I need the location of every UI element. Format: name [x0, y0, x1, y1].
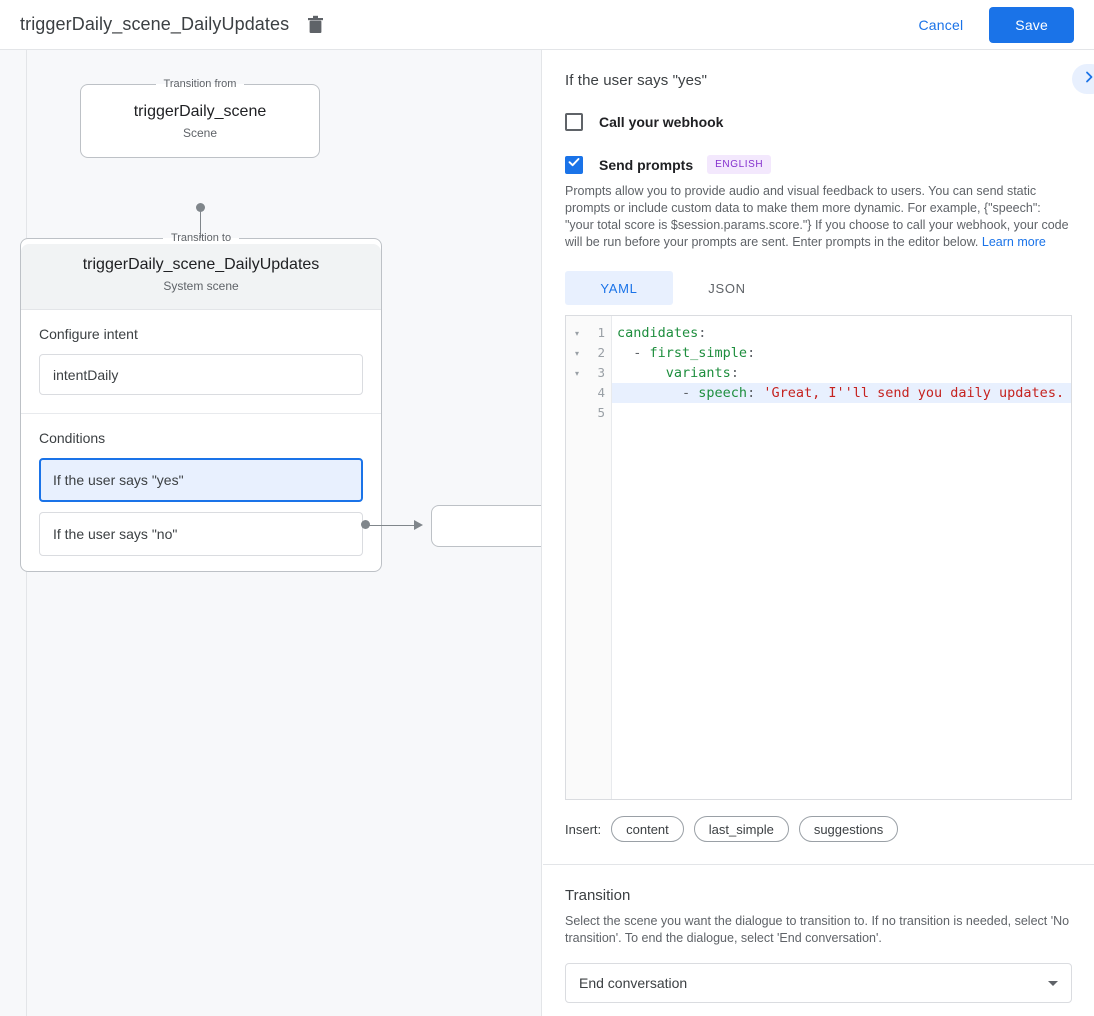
- intent-field[interactable]: intentDaily: [39, 354, 363, 395]
- insert-chip-content[interactable]: content: [611, 816, 684, 842]
- insert-chip-suggestions[interactable]: suggestions: [798, 816, 899, 842]
- fold-toggle-3[interactable]: ▾: [574, 368, 579, 378]
- yaml-string-value: 'Great, I''ll send you daily updates.: [763, 385, 1065, 401]
- yaml-indent: [617, 345, 633, 361]
- line-number: 2: [597, 345, 605, 360]
- editor-format-tabs: YAML JSON: [565, 271, 1072, 305]
- transition-to-legend: Transition to: [170, 232, 232, 244]
- transition-to-node[interactable]: Transition to triggerDaily_scene_DailyUp…: [20, 232, 382, 572]
- tab-yaml[interactable]: YAML: [565, 271, 673, 305]
- insert-label: Insert:: [565, 821, 602, 837]
- line-number: 1: [597, 325, 605, 340]
- conditions-title: Conditions: [39, 430, 106, 446]
- yaml-dash: -: [633, 345, 650, 361]
- transition-from-node[interactable]: Transition from triggerDaily_scene Scene: [80, 78, 320, 158]
- code-line-3: variants:: [612, 363, 1071, 383]
- cancel-button[interactable]: Cancel: [907, 9, 976, 41]
- scene-graph-canvas[interactable]: Transition from triggerDaily_scene Scene…: [0, 50, 542, 1016]
- condition-item-yes[interactable]: If the user says "yes": [39, 458, 363, 502]
- editor-line-number-gutter: 1 2 3 4 5: [588, 316, 612, 799]
- expand-panel-button[interactable]: [1072, 64, 1094, 94]
- details-panel: If the user says "yes" Call your webhook: [543, 50, 1094, 1016]
- transition-select[interactable]: End conversation: [565, 963, 1072, 1003]
- condition-edge-arrow-icon: [414, 520, 423, 530]
- transition-from-subtitle: Scene: [182, 126, 218, 140]
- condition-edge-dot: [361, 520, 370, 529]
- downstream-node-stub[interactable]: [431, 505, 541, 547]
- editor-code-area[interactable]: candidates: - first_simple: variants: - …: [612, 316, 1071, 799]
- transition-to-name: triggerDaily_scene_DailyUpdates: [82, 256, 320, 273]
- conditions-section: Conditions If the user says "yes" If the…: [21, 413, 381, 571]
- yaml-colon: :: [747, 385, 764, 401]
- code-line-1: candidates:: [612, 323, 1071, 343]
- condition-item-no[interactable]: If the user says "no": [39, 512, 363, 556]
- chevron-down-icon: [1048, 980, 1058, 986]
- checkmark-icon: [567, 155, 581, 174]
- panel-divider: [543, 864, 1094, 865]
- top-app-bar: triggerDaily_scene_DailyUpdates Cancel S…: [0, 0, 1094, 50]
- insert-chip-last-simple[interactable]: last_simple: [693, 816, 789, 842]
- transition-title: Transition: [565, 887, 631, 904]
- help-text-body: Prompts allow you to provide audio and v…: [565, 184, 1069, 249]
- transition-from-legend: Transition from: [163, 78, 237, 90]
- line-number: 4: [597, 385, 605, 400]
- yaml-key: first_simple: [649, 345, 748, 361]
- transition-to-header: triggerDaily_scene_DailyUpdates System s…: [21, 244, 381, 310]
- line-number: 5: [597, 405, 605, 420]
- prompt-code-editor[interactable]: ▾ ▾ ▾ 1 2 3 4 5 candidates: - first_simp…: [565, 315, 1072, 800]
- configure-intent-title: Configure intent: [39, 326, 138, 342]
- fold-toggle-5: [566, 403, 588, 423]
- details-panel-title: If the user says "yes": [565, 72, 708, 89]
- yaml-key: speech: [698, 385, 748, 401]
- fold-toggle-4: [566, 383, 588, 403]
- transition-from-name: triggerDaily_scene: [133, 103, 267, 120]
- details-panel-inner: If the user says "yes" Call your webhook: [543, 50, 1094, 1003]
- send-prompts-checkbox[interactable]: [565, 155, 583, 174]
- fold-toggle-1[interactable]: ▾: [574, 328, 579, 338]
- call-webhook-label: Call your webhook: [599, 114, 724, 130]
- tab-json[interactable]: JSON: [708, 280, 746, 296]
- yaml-indent: [617, 365, 666, 381]
- condition-edge-line: [366, 525, 414, 526]
- delete-button[interactable]: [303, 13, 327, 37]
- yaml-dash: -: [682, 385, 699, 401]
- transition-to-subtitle: System scene: [163, 279, 239, 293]
- editor-fold-gutter: ▾ ▾ ▾: [566, 316, 588, 799]
- configure-intent-section: Configure intent intentDaily: [21, 310, 381, 413]
- language-badge: ENGLISH: [707, 155, 772, 174]
- learn-more-link[interactable]: Learn more: [981, 235, 1046, 249]
- code-line-5: [612, 403, 1071, 423]
- send-prompts-label: Send prompts: [599, 156, 694, 173]
- send-prompts-row[interactable]: Send prompts ENGLISH: [565, 155, 1072, 174]
- yaml-colon: :: [747, 345, 756, 361]
- save-button[interactable]: Save: [989, 6, 1074, 43]
- fold-toggle-2[interactable]: ▾: [574, 348, 579, 358]
- chevron-right-icon: [1082, 70, 1094, 89]
- code-line-4: - speech: 'Great, I''ll send you daily u…: [612, 383, 1071, 403]
- transition-from-body: triggerDaily_scene Scene: [81, 90, 319, 157]
- trash-icon: [307, 15, 324, 34]
- transition-select-value: End conversation: [579, 975, 688, 991]
- call-webhook-checkbox[interactable]: [565, 113, 583, 131]
- insert-chips-row: Insert: content last_simple suggestions: [565, 816, 1072, 842]
- line-number: 3: [597, 365, 605, 380]
- yaml-key: candidates: [617, 325, 699, 341]
- page-title: triggerDaily_scene_DailyUpdates: [20, 14, 290, 34]
- code-line-2: - first_simple:: [612, 343, 1071, 363]
- send-prompts-help-text: Prompts allow you to provide audio and v…: [565, 183, 1072, 251]
- yaml-colon: :: [698, 325, 707, 341]
- transition-description: Select the scene you want the dialogue t…: [565, 914, 1070, 945]
- yaml-colon: :: [730, 365, 739, 381]
- yaml-indent: [617, 385, 682, 401]
- yaml-key: variants: [665, 365, 731, 381]
- call-webhook-row[interactable]: Call your webhook: [565, 113, 1072, 131]
